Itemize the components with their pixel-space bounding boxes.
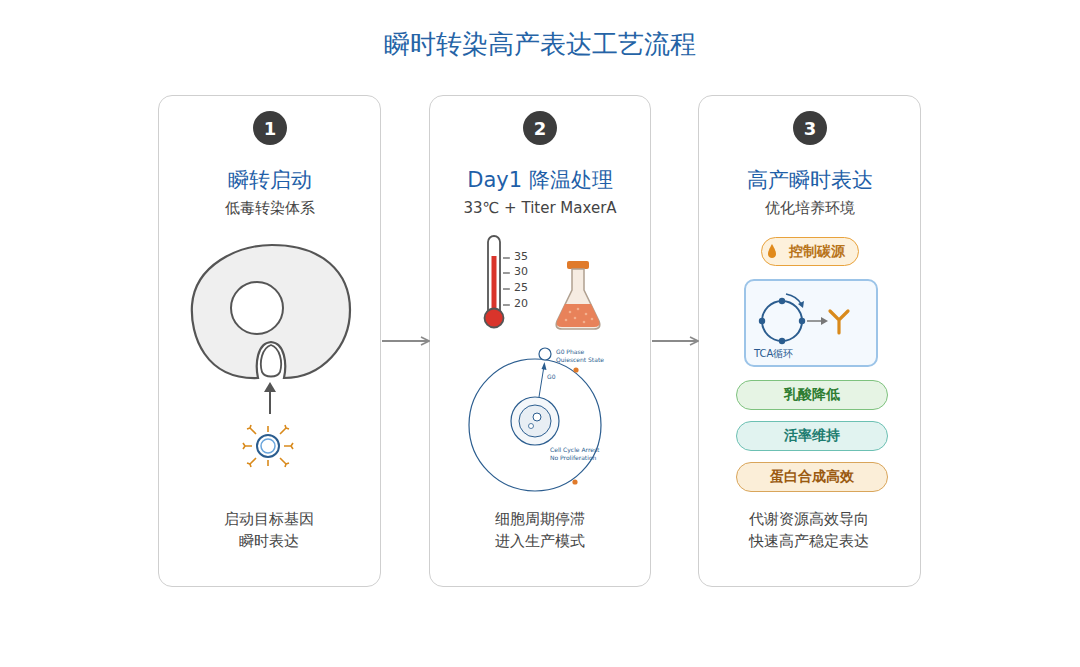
status-pill: 控制碳源: [761, 237, 859, 266]
step-heading: 瞬转启动: [159, 166, 380, 194]
process-panel: 瞬转启动低毒转染体系启动目标基因 瞬时表达 1: [158, 95, 381, 587]
scale-number: 25: [514, 282, 528, 295]
tca-box: TCA循环: [744, 279, 878, 367]
flow-arrow: [652, 340, 697, 342]
pill-text: 控制碳源: [789, 243, 845, 261]
phase-label: G0 Phase Quiescent State: [556, 348, 610, 363]
pill-text: 乳酸降低: [784, 386, 840, 404]
step-number: 1: [253, 111, 287, 145]
box-label: TCA循环: [754, 347, 793, 361]
step-subtitle: 低毒转染体系: [159, 199, 380, 218]
scale-number: 30: [514, 266, 528, 279]
step-description: 细胞周期停滞 进入生产模式: [465, 508, 615, 552]
flow-arrow: [382, 340, 428, 342]
process-panel: 高产瞬时表达优化培养环境代谢资源高效导向 快速高产稳定表达 3 控制碳源 TCA循环乳…: [698, 95, 921, 587]
number-text: 3: [804, 118, 817, 139]
step-heading: Day1 降温处理: [430, 166, 650, 194]
status-pill: 活率维持: [736, 421, 888, 451]
status-pill: 乳酸降低: [736, 380, 888, 410]
phase-label: Cell Cycle Arrest No Proliferation: [550, 446, 606, 461]
number-text: 1: [264, 118, 277, 139]
status-pill: 蛋白合成高效: [736, 462, 888, 492]
step-description: 启动目标基因 瞬时表达: [194, 508, 344, 552]
pill-text: 活率维持: [784, 427, 840, 445]
step-subtitle: 优化培养环境: [699, 199, 920, 218]
step-number: 2: [523, 111, 557, 145]
scale-number: 35: [514, 251, 528, 264]
diagram-title: 瞬时转染高产表达工艺流程: [0, 27, 1080, 62]
phase-label: G0: [547, 373, 555, 381]
step-heading: 高产瞬时表达: [699, 166, 920, 194]
step-description: 代谢资源高效导向 快速高产稳定表达: [709, 508, 909, 552]
number-text: 2: [534, 118, 547, 139]
scale-number: 20: [514, 298, 528, 311]
step-number: 3: [793, 111, 827, 145]
process-panel: Day1 降温处理 33℃ + Titer MaxerA 细胞周期停滞 进入生产模式…: [429, 95, 651, 587]
step-subtitle: 33℃ + Titer MaxerA: [430, 199, 650, 217]
pill-text: 蛋白合成高效: [770, 468, 854, 486]
